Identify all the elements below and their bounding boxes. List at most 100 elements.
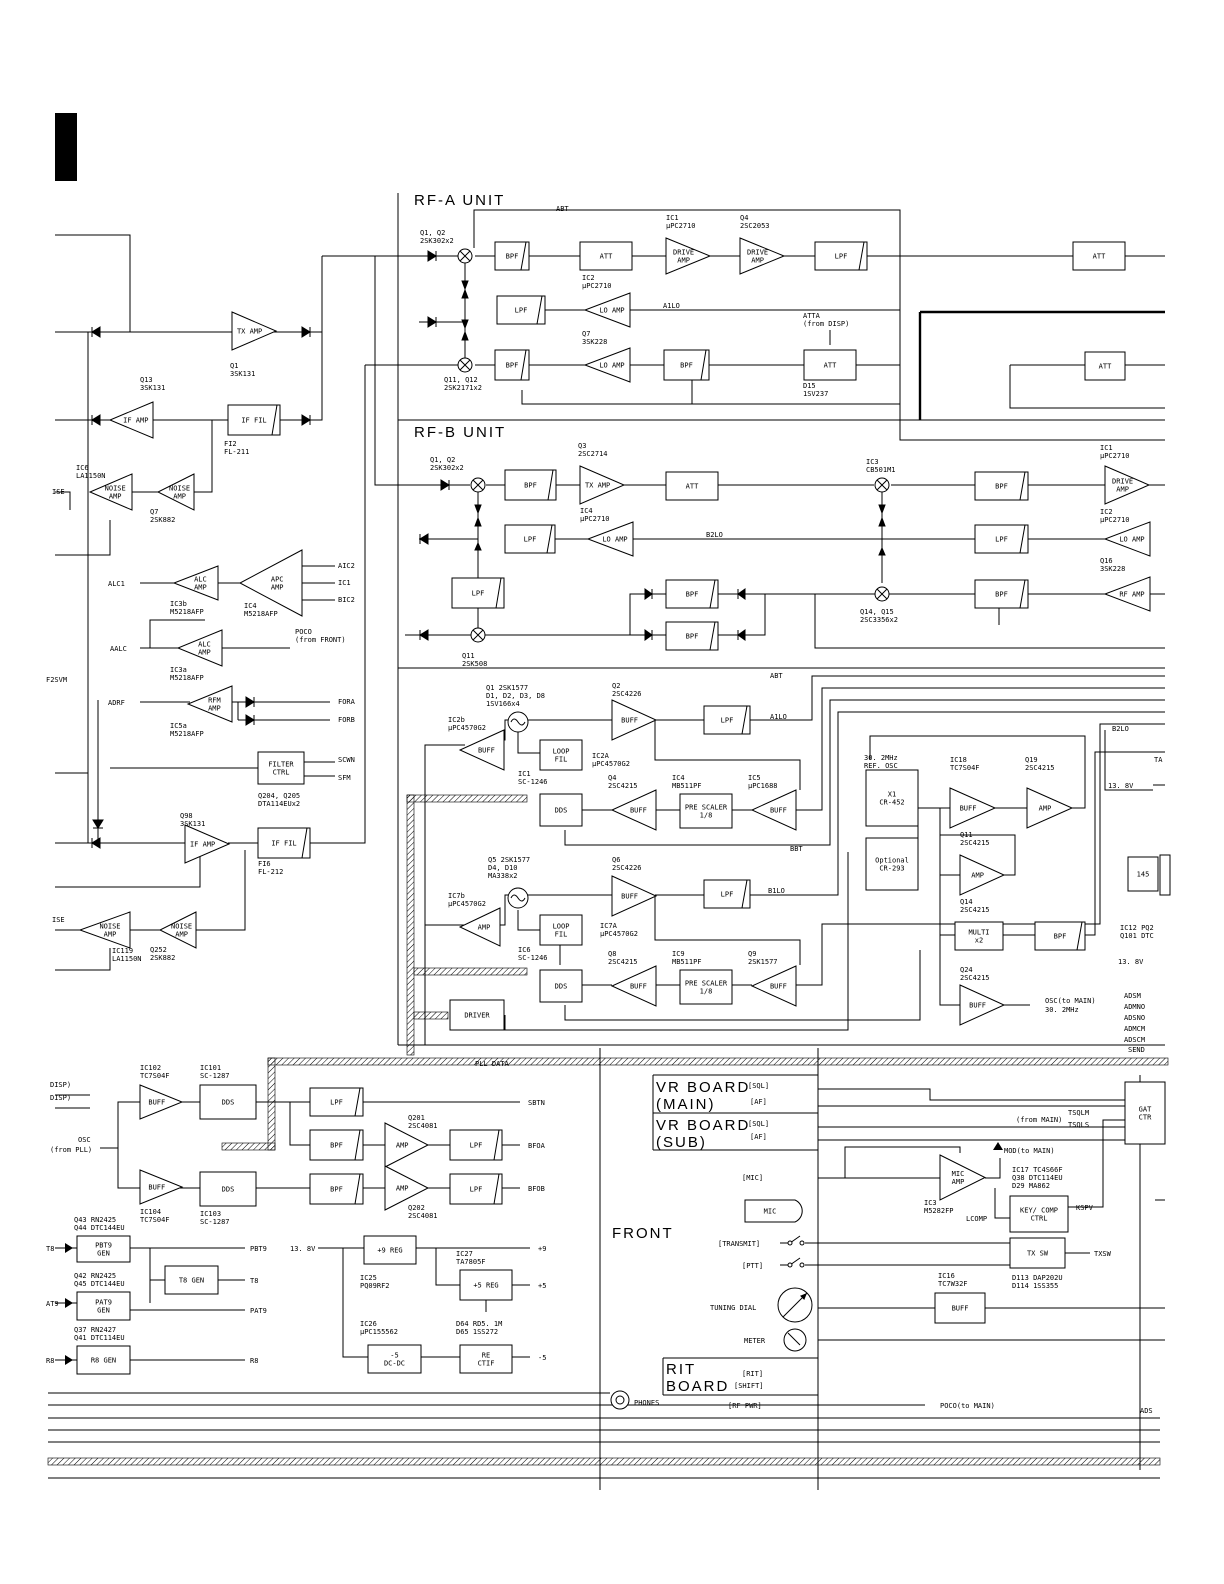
part-label-a-d15: 1SV237 [803, 390, 828, 398]
signal-t8l: T8 [46, 1245, 54, 1253]
signal-a1lo: A1LO [663, 302, 680, 310]
signal-bfoa: BFOA [528, 1142, 546, 1150]
block-label: BUFF [770, 983, 787, 991]
block-b-att: ATT [665, 471, 719, 501]
part-label-d-q201: 2SC4081 [408, 1122, 438, 1130]
part-label-p-ic4: MB511PF [672, 782, 702, 790]
block-label: LO AMP [599, 307, 624, 315]
block-label: CTR [1139, 1114, 1152, 1122]
part-label-r-d64: D65 1SS272 [456, 1328, 498, 1336]
block-label: TX AMP [585, 482, 610, 490]
part-label-o-q19: Q19 [1025, 756, 1038, 764]
part-label-l-fi2: FI2 [224, 440, 237, 448]
signal-admcm: ADMCM [1124, 1025, 1145, 1033]
wiring [48, 209, 1165, 1479]
block-label: PAT9 [95, 1299, 112, 1307]
block-label: AMP [478, 924, 491, 932]
block-r-5reg: +5 REG [459, 1269, 513, 1301]
block-p-amp1: AMP [458, 907, 501, 947]
block-p-buff4: BUFF [750, 789, 797, 831]
signal-abt: ABT [556, 205, 569, 213]
part-label-a-q4: 2SC2053 [740, 222, 770, 230]
part-label-f-d113: D113 DAP202U [1012, 1274, 1063, 1282]
part-label-l-ic4: IC4 [244, 602, 257, 610]
block-d-dds2: DDS [199, 1171, 257, 1207]
part-label-b-q1q2: 2SK302x2 [430, 464, 464, 472]
block-label: LOOP [553, 923, 570, 931]
block-label: AMP [396, 1185, 409, 1193]
block-label: BPF [680, 362, 693, 370]
block-o-buff1: BUFF [949, 787, 997, 829]
part-label-p-q9: Q9 [748, 950, 756, 958]
block-label: AMP [271, 584, 284, 592]
block-b-txamp: TX AMP [579, 465, 626, 505]
block-label: CTIF [478, 1360, 495, 1368]
part-label-l-q252: 2SK882 [150, 954, 175, 962]
part-label-b-q11: Q11 [462, 652, 475, 660]
signal-abt2: ABT [770, 672, 783, 680]
part-label-r-ic25: PQ09RF2 [360, 1282, 390, 1290]
block-d-bpf2: BPF [309, 1173, 364, 1205]
signal-osc-30: 30. 2MHz [1045, 1006, 1079, 1014]
part-label-d-ic104: TC7S04F [140, 1216, 170, 1224]
signal-fora: FORA [338, 698, 356, 706]
block-label: ATT [824, 362, 837, 370]
block-d-lpf2: LPF [449, 1129, 503, 1161]
block-label: FIL [555, 756, 568, 764]
part-label-d-ic102: IC102 [140, 1064, 161, 1072]
part-label-b-q16: Q16 [1100, 557, 1113, 565]
block-label: FILTER [268, 761, 294, 769]
block-label: BUFF [630, 807, 647, 815]
signal-labels: ABTA1LOB2LOABTA1LOB1LOBBTB2LOAIC2IC1BIC2… [46, 205, 1163, 1415]
part-label-b-ic1: μPC2710 [1100, 452, 1130, 460]
block-f-mic: MIC [764, 1208, 777, 1216]
block-label: LPF [721, 717, 734, 725]
block-label: BPF [686, 591, 699, 599]
part-label-d-ic101: IC101 [200, 1064, 221, 1072]
signal-ptt: [PTT] [742, 1262, 763, 1270]
signal-sfm: SFM [338, 774, 351, 782]
block-label: IF FIL [241, 417, 266, 425]
block-label: TX AMP [237, 328, 262, 336]
signal-ise: ISE [52, 488, 65, 496]
part-label-b-q3: Q3 [578, 442, 586, 450]
block-label: AMP [173, 493, 186, 501]
block-label: BUFF [952, 1305, 969, 1313]
part-label-p-ic1: IC1 [518, 770, 531, 778]
part-label-p-ic2b: μPC4570G2 [448, 724, 486, 732]
part-label-f-d113: D114 1SS355 [1012, 1282, 1058, 1290]
part-label-l-ic4: M5218AFP [244, 610, 278, 618]
block-label: BPF [506, 253, 519, 261]
part-label-p-q5: D4, D10 [488, 864, 518, 872]
block-label: LPF [721, 891, 734, 899]
part-label-b-q14: Q14, Q15 [860, 608, 894, 616]
signal-t8: T8 [250, 1277, 258, 1285]
part-label-b-ic2: IC2 [1100, 508, 1113, 516]
block-label: BUFF [621, 717, 638, 725]
part-label-a-ic1: μPC2710 [666, 222, 696, 230]
block-r-9reg: +9 REG [363, 1235, 417, 1265]
signal-mic-in: [MIC] [742, 1174, 763, 1182]
block-d-lpf3: LPF [449, 1173, 503, 1205]
block-a-lpf2: LPF [496, 295, 546, 325]
part-label-l-q7: 2SK882 [150, 516, 175, 524]
block-label: AMP [1116, 486, 1129, 494]
block-label: 1/8 [700, 988, 713, 996]
part-label-r-d64: D64 RD5. 1M [456, 1320, 502, 1328]
part-label-l-fi2: FL-211 [224, 448, 249, 456]
part-label-a-ic2: IC2 [582, 274, 595, 282]
part-label-g-q37: Q37 RN2427 [74, 1326, 116, 1334]
block-label: AMP [194, 584, 207, 592]
block-d-buff1: BUFF [139, 1084, 184, 1120]
block-label: DDS [222, 1186, 235, 1194]
block-label: CR-293 [879, 865, 904, 873]
part-label-p-q2: 2SC4226 [612, 690, 642, 698]
part-label-l-ic3b: IC3b [170, 600, 187, 608]
block-label: DC-DC [384, 1360, 405, 1368]
signal-meter: METER [744, 1337, 766, 1345]
data-bus [47, 794, 1169, 1466]
